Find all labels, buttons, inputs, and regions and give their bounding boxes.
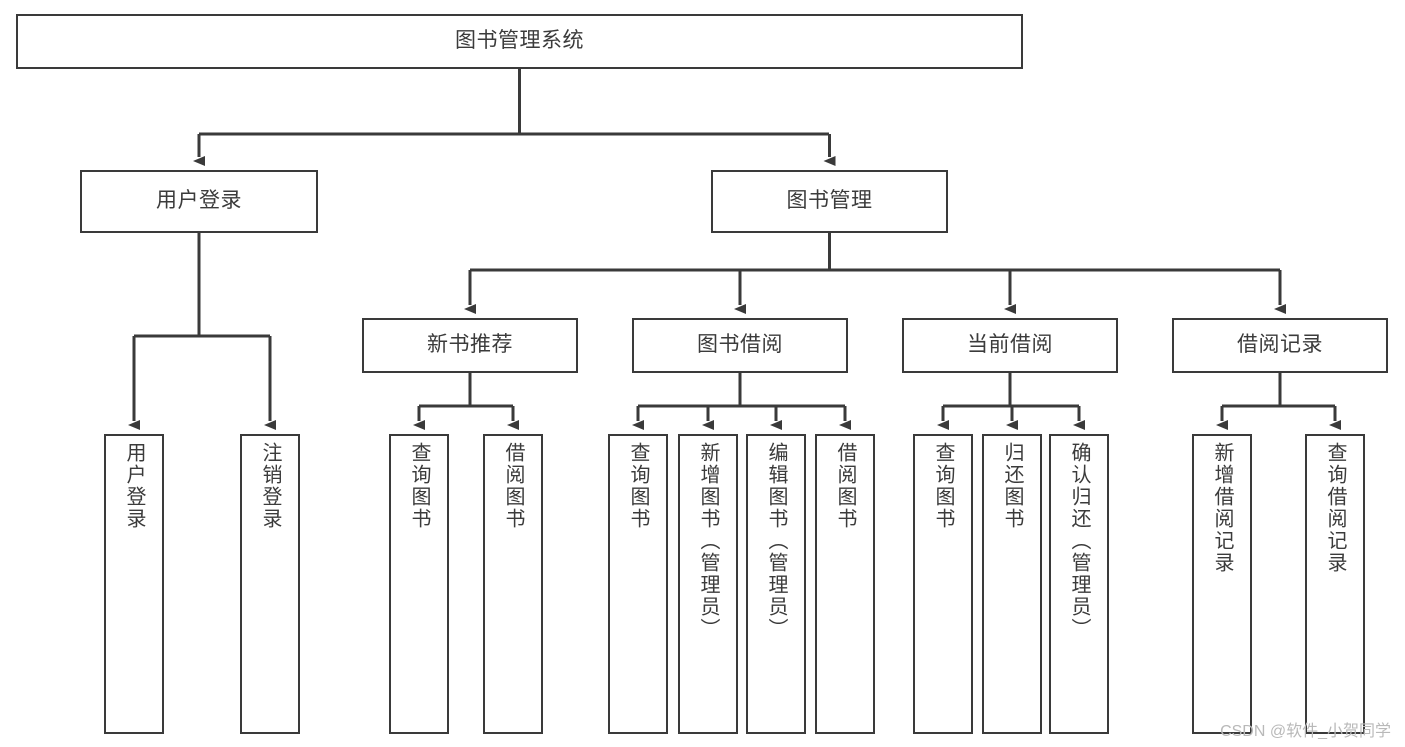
- node-label: 借阅图书: [502, 442, 524, 530]
- node-label: 归还图书: [1001, 442, 1023, 530]
- node-book-borrow[interactable]: 图书借阅: [632, 318, 848, 373]
- node-label: 借阅图书: [834, 442, 856, 530]
- node-leaf-3[interactable]: 查询图书: [389, 434, 449, 734]
- node-label: 新增借阅记录: [1211, 442, 1233, 574]
- node-leaf-5[interactable]: 查询图书: [608, 434, 668, 734]
- node-new-book-rec[interactable]: 新书推荐: [362, 318, 578, 373]
- node-cur-borrow[interactable]: 当前借阅: [902, 318, 1118, 373]
- node-leaf-1[interactable]: 用户登录: [104, 434, 164, 734]
- node-user-login[interactable]: 用户登录: [80, 170, 318, 233]
- node-leaf-10[interactable]: 归还图书: [982, 434, 1042, 734]
- node-label: 用户登录: [123, 442, 145, 530]
- node-label: 编辑图书（管理员）: [765, 442, 787, 640]
- node-leaf-4[interactable]: 借阅图书: [483, 434, 543, 734]
- node-label: 新增图书（管理员）: [697, 442, 719, 640]
- node-leaf-11[interactable]: 确认归还（管理员）: [1049, 434, 1109, 734]
- node-leaf-7[interactable]: 编辑图书（管理员）: [746, 434, 806, 734]
- node-label: 查询借阅记录: [1324, 442, 1346, 574]
- node-leaf-9[interactable]: 查询图书: [913, 434, 973, 734]
- node-label: 确认归还（管理员）: [1068, 442, 1090, 640]
- node-label: 注销登录: [259, 442, 281, 530]
- node-label: 新书推荐: [427, 333, 513, 357]
- node-leaf-13[interactable]: 查询借阅记录: [1305, 434, 1365, 734]
- node-label: 图书管理: [786, 189, 873, 213]
- node-leaf-6[interactable]: 新增图书（管理员）: [678, 434, 738, 734]
- node-label: 查询图书: [627, 442, 649, 530]
- node-leaf-12[interactable]: 新增借阅记录: [1192, 434, 1252, 734]
- node-label: 查询图书: [408, 442, 430, 530]
- node-label: 图书借阅: [697, 333, 783, 357]
- node-label: 查询图书: [932, 442, 954, 530]
- node-root[interactable]: 图书管理系统: [16, 14, 1023, 69]
- node-book-manage[interactable]: 图书管理: [711, 170, 948, 233]
- node-leaf-2[interactable]: 注销登录: [240, 434, 300, 734]
- node-borrow-log[interactable]: 借阅记录: [1172, 318, 1388, 373]
- node-label: 借阅记录: [1237, 333, 1323, 357]
- node-label: 当前借阅: [967, 333, 1053, 357]
- node-leaf-8[interactable]: 借阅图书: [815, 434, 875, 734]
- node-label: 用户登录: [156, 189, 242, 213]
- watermark-text: CSDN @软件_小贺同学: [1220, 723, 1391, 740]
- node-label: 图书管理系统: [455, 29, 584, 53]
